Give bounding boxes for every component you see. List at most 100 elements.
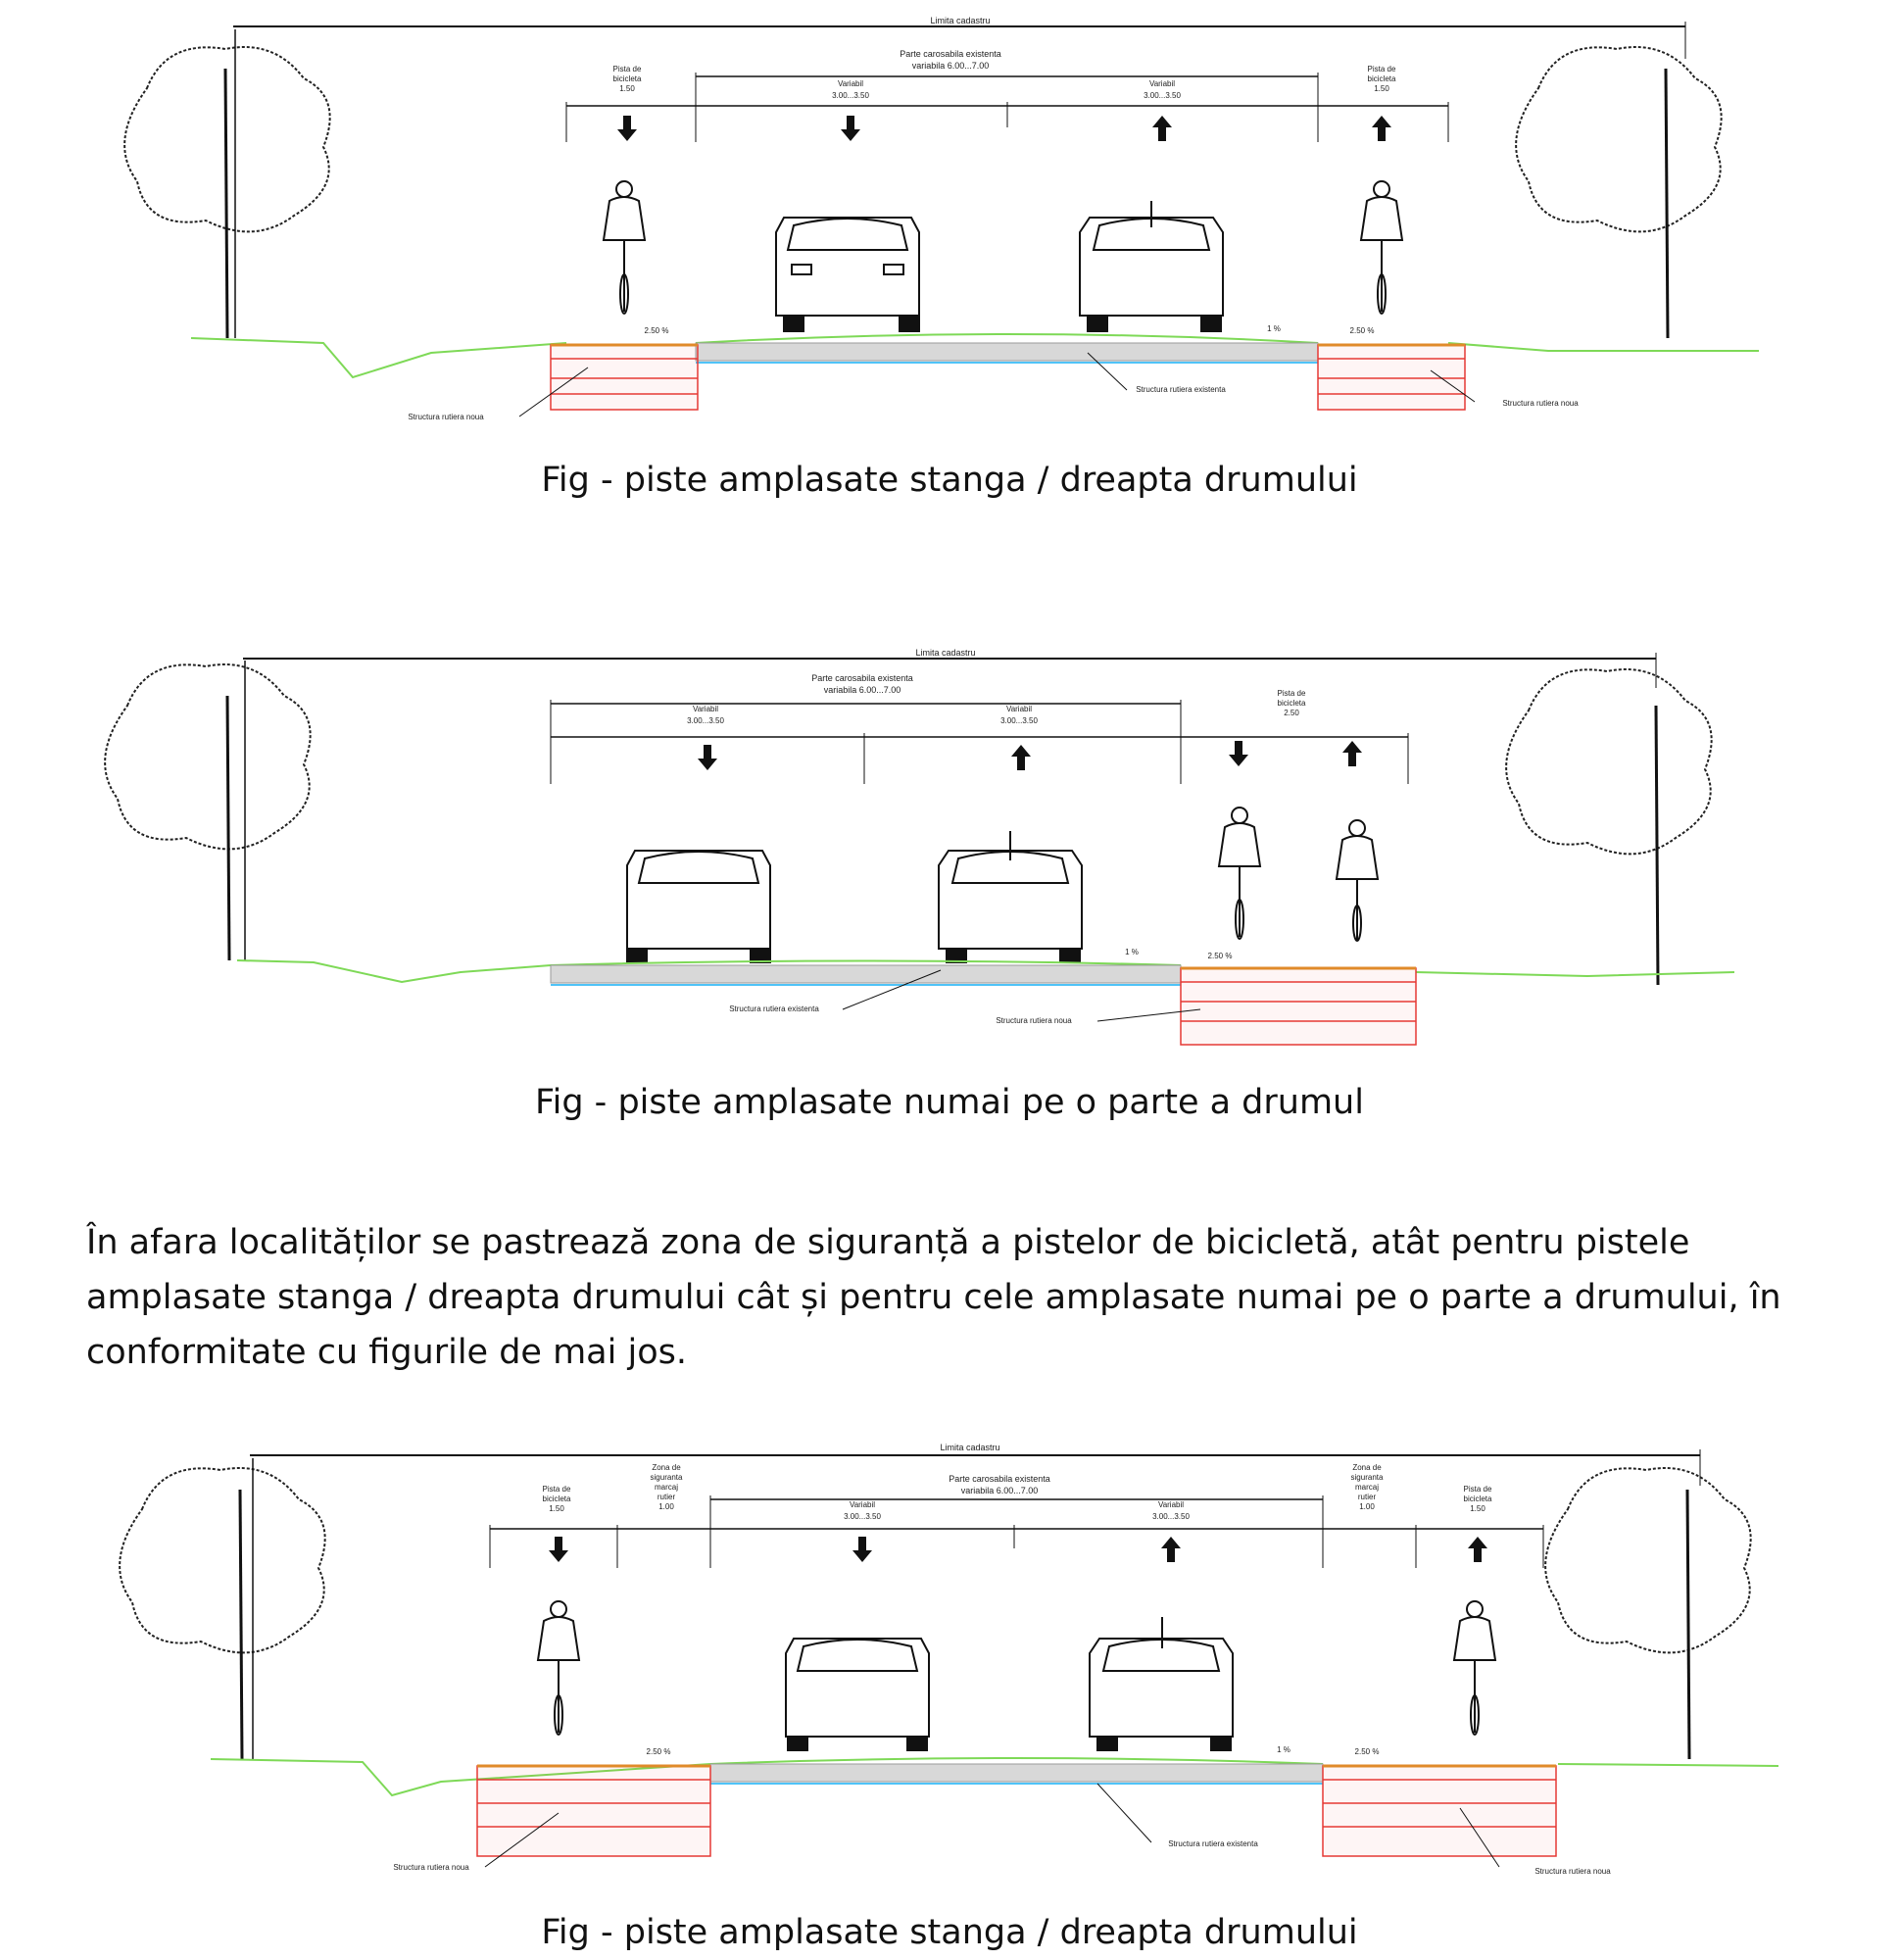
lane-label: Variabil bbox=[1158, 1500, 1184, 1509]
tree-left-icon bbox=[104, 661, 312, 961]
lane-label: 1.50 bbox=[1470, 1504, 1485, 1513]
lane-label: Pista de bbox=[613, 65, 642, 74]
lane-label: rutier bbox=[657, 1493, 676, 1501]
lane-label: Pista de bbox=[1368, 65, 1396, 74]
lane-label: 3.00...3.50 bbox=[844, 1512, 881, 1521]
cross-section-diagram-3: Limita cadastru Parte carosabila existen… bbox=[119, 1443, 1779, 1876]
car-rear-icon bbox=[938, 831, 1083, 963]
lane-label: Zona de bbox=[652, 1463, 681, 1472]
lane-label: 1.50 bbox=[1374, 84, 1389, 93]
slope-label: 2.50 % bbox=[1350, 326, 1375, 335]
car-front-icon bbox=[775, 217, 920, 332]
lane-label: 1.00 bbox=[658, 1502, 674, 1511]
lane-label: Variabil bbox=[1006, 705, 1032, 713]
figure-1: Limita cadastru Parte carosabila existen… bbox=[0, 0, 1899, 441]
structure-label: Structura rutiera noua bbox=[393, 1863, 469, 1872]
lane-label: Pista de bbox=[1464, 1485, 1492, 1494]
lane-label: 2.50 bbox=[1284, 709, 1299, 717]
slope-label: 1 % bbox=[1277, 1745, 1290, 1754]
lane-label: 3.00...3.50 bbox=[1144, 91, 1181, 100]
slope-label: 2.50 % bbox=[647, 1747, 671, 1756]
limit-label: Limita cadastru bbox=[915, 648, 975, 658]
car-front-icon bbox=[785, 1638, 930, 1751]
limit-label: Limita cadastru bbox=[930, 16, 990, 25]
carriageway-label-2: variabila 6.00...7.00 bbox=[961, 1486, 1039, 1495]
structure-label: Structura rutiera existenta bbox=[1136, 385, 1226, 394]
arrow-up-icon bbox=[1468, 1537, 1487, 1562]
lane-label: Variabil bbox=[850, 1500, 875, 1509]
slope-label: 2.50 % bbox=[645, 326, 669, 335]
tree-right-icon bbox=[1544, 1467, 1752, 1760]
structure-label: Structura rutiera noua bbox=[1534, 1867, 1611, 1876]
arrow-down-icon bbox=[617, 116, 637, 141]
structure-label: Structura rutiera noua bbox=[996, 1016, 1072, 1025]
lane-label: bicicleta bbox=[1368, 74, 1396, 83]
lane-label: marcaj bbox=[655, 1483, 678, 1492]
cyclist-icon bbox=[536, 1600, 581, 1736]
lane-label: bicicleta bbox=[613, 74, 642, 83]
lane-label: bicicleta bbox=[1464, 1494, 1492, 1503]
tree-left-icon bbox=[123, 29, 331, 339]
lane-label: Zona de bbox=[1352, 1463, 1382, 1472]
figure-2: Limita cadastru Parte carosabila existen… bbox=[0, 627, 1899, 1068]
lane-label: 1.00 bbox=[1359, 1502, 1375, 1511]
lane-label: 1.50 bbox=[619, 84, 635, 93]
carriageway-label-1: Parte carosabila existenta bbox=[811, 673, 913, 683]
figure-3: Limita cadastru Parte carosabila existen… bbox=[0, 1421, 1899, 1882]
lane-label: Variabil bbox=[1149, 79, 1175, 88]
lane-label: marcaj bbox=[1355, 1483, 1379, 1492]
figure-caption-1: Fig - piste amplasate stanga / dreapta d… bbox=[541, 461, 1358, 500]
lane-label: bicicleta bbox=[1278, 699, 1306, 708]
cross-section-diagram-2: Limita cadastru Parte carosabila existen… bbox=[104, 648, 1735, 1046]
tree-right-icon bbox=[1505, 668, 1713, 986]
slope-label: 1 % bbox=[1125, 948, 1139, 956]
carriageway-label-2: variabila 6.00...7.00 bbox=[912, 61, 990, 71]
cross-section-diagram-1: Limita cadastru Parte carosabila existen… bbox=[123, 16, 1759, 421]
arrow-up-icon bbox=[1342, 741, 1362, 766]
arrow-down-icon bbox=[841, 116, 860, 141]
lane-label: Variabil bbox=[838, 79, 863, 88]
arrow-up-icon bbox=[1011, 745, 1031, 770]
lane-label: Pista de bbox=[543, 1485, 571, 1494]
lane-label: Variabil bbox=[693, 705, 718, 713]
slope-label: 1 % bbox=[1267, 324, 1281, 333]
structure-label: Structura rutiera noua bbox=[408, 413, 484, 421]
figure-caption-3: Fig - piste amplasate stanga / dreapta d… bbox=[541, 1913, 1358, 1952]
arrow-down-icon bbox=[852, 1537, 872, 1562]
arrow-down-icon bbox=[698, 745, 717, 770]
carriageway-label-1: Parte carosabila existenta bbox=[900, 49, 1001, 59]
cyclist-icon bbox=[1452, 1600, 1497, 1736]
structure-label: Structura rutiera noua bbox=[1502, 399, 1579, 408]
carriageway-label-2: variabila 6.00...7.00 bbox=[824, 685, 901, 695]
structure-label: Structura rutiera existenta bbox=[729, 1004, 819, 1013]
arrow-up-icon bbox=[1152, 116, 1172, 141]
lane-label: 3.00...3.50 bbox=[832, 91, 869, 100]
cyclist-icon bbox=[1335, 819, 1380, 942]
tree-right-icon bbox=[1515, 46, 1723, 339]
carriageway-label-1: Parte carosabila existenta bbox=[949, 1474, 1050, 1484]
arrow-down-icon bbox=[549, 1537, 568, 1562]
figure-caption-2: Fig - piste amplasate numai pe o parte a… bbox=[535, 1083, 1364, 1122]
car-front-icon bbox=[626, 850, 771, 963]
arrow-down-icon bbox=[1229, 741, 1248, 766]
lane-label: siguranta bbox=[651, 1473, 683, 1482]
limit-label: Limita cadastru bbox=[940, 1443, 999, 1452]
lane-label: 1.50 bbox=[549, 1504, 564, 1513]
car-rear-icon bbox=[1089, 1617, 1234, 1751]
lane-label: 3.00...3.50 bbox=[687, 716, 724, 725]
cyclist-icon bbox=[1217, 807, 1262, 940]
lane-label: bicicleta bbox=[543, 1494, 571, 1503]
slope-label: 2.50 % bbox=[1355, 1747, 1380, 1756]
arrow-up-icon bbox=[1161, 1537, 1181, 1562]
slope-label: 2.50 % bbox=[1208, 952, 1233, 960]
arrow-up-icon bbox=[1372, 116, 1391, 141]
tree-left-icon bbox=[119, 1458, 326, 1760]
lane-label: 3.00...3.50 bbox=[1000, 716, 1038, 725]
structure-label: Structura rutiera existenta bbox=[1168, 1839, 1258, 1848]
cyclist-icon bbox=[1359, 180, 1404, 315]
car-rear-icon bbox=[1079, 201, 1224, 332]
lane-label: rutier bbox=[1358, 1493, 1377, 1501]
body-paragraph: În afara localităților se pastrează zona… bbox=[86, 1223, 1781, 1372]
lane-label: siguranta bbox=[1351, 1473, 1384, 1482]
lane-label: Pista de bbox=[1278, 689, 1306, 698]
